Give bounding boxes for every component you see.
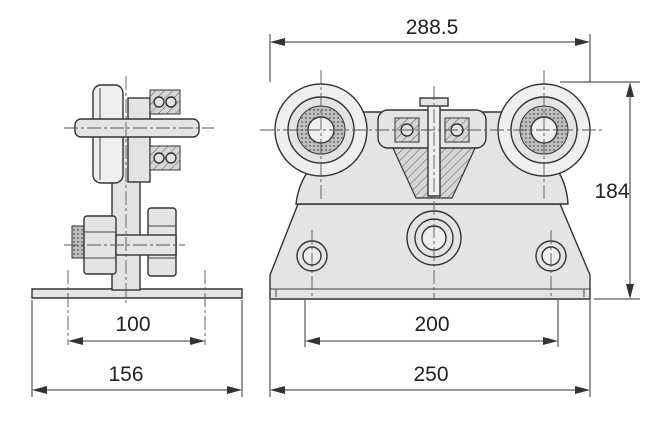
dimension-label-hole-spacing-front: 200 bbox=[414, 313, 449, 336]
dimension-hole-spacing-side: 100 bbox=[68, 313, 205, 345]
side-view bbox=[31, 76, 243, 397]
bearing-ball bbox=[165, 152, 177, 164]
center-bolt bbox=[406, 210, 462, 266]
dimension-label-height: 184 bbox=[594, 180, 629, 203]
dimension-label-base-width-side: 156 bbox=[108, 363, 143, 386]
bearing-ball bbox=[165, 96, 177, 108]
dimension-base-width-side: 156 bbox=[32, 363, 242, 394]
dimension-hole-spacing-front: 200 bbox=[305, 313, 558, 345]
dimension-label-hole-spacing-side: 100 bbox=[115, 313, 150, 336]
bearing-ball bbox=[153, 96, 165, 108]
dimension-overall-width: 288.5 bbox=[270, 16, 590, 46]
dimension-height: 184 bbox=[594, 82, 634, 299]
dimension-base-width-front: 250 bbox=[270, 363, 590, 394]
front-view bbox=[260, 34, 640, 397]
dimension-label-base-width-front: 250 bbox=[413, 363, 448, 386]
bearing-ball bbox=[153, 152, 165, 164]
dimension-label-overall-width: 288.5 bbox=[406, 16, 459, 39]
side-upper-block bbox=[127, 97, 151, 183]
